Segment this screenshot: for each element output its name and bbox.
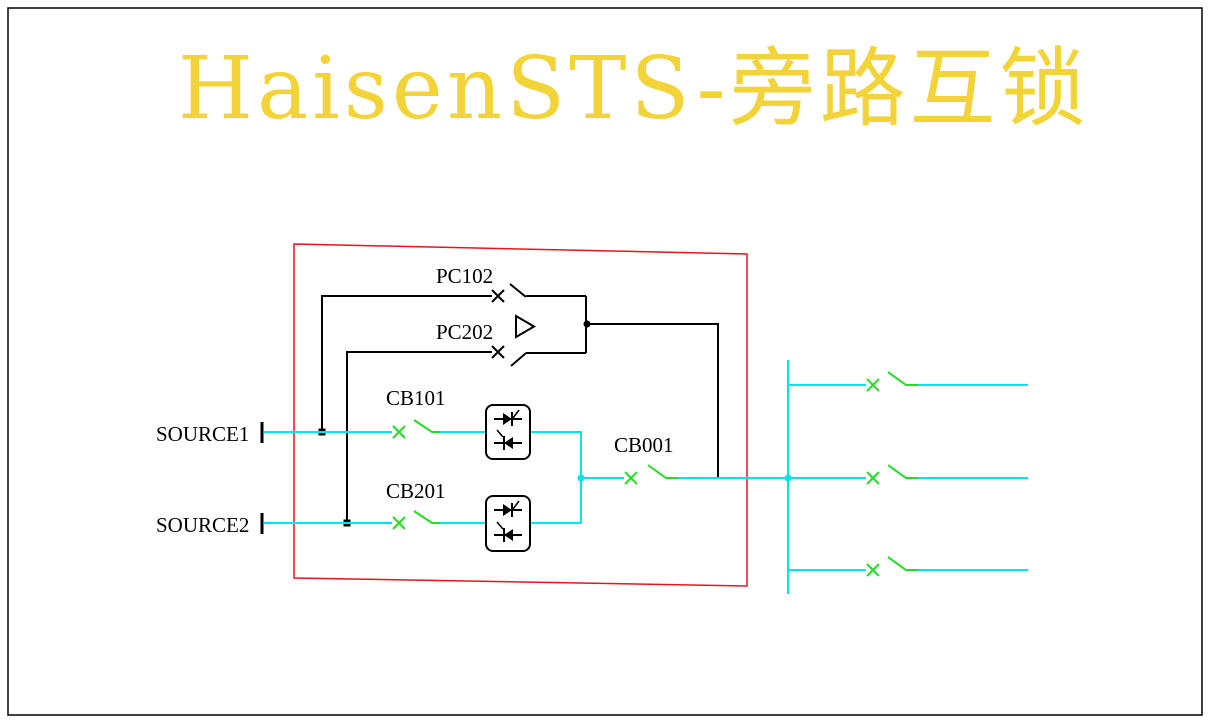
scr-module-1[interactable]	[485, 404, 531, 460]
scr-module-2[interactable]	[485, 495, 531, 552]
pc102-wire	[321, 295, 492, 432]
cb201-label: CB201	[386, 479, 446, 503]
feeder-3[interactable]	[788, 556, 1028, 577]
pc102-label: PC102	[436, 264, 493, 288]
feeder-2[interactable]	[788, 464, 1028, 485]
cb201-breaker[interactable]	[392, 510, 440, 530]
source2-label: SOURCE2	[156, 513, 249, 537]
mechanical-interlock-icon	[515, 314, 536, 339]
source1-label: SOURCE1	[156, 422, 249, 446]
diagram-title: HaisenSTS-旁路互锁	[178, 39, 1090, 139]
pc202-label: PC202	[436, 320, 493, 344]
pc202-wire	[346, 351, 492, 523]
cb101-label: CB101	[386, 386, 446, 410]
pc102-breaker[interactable]	[491, 283, 586, 303]
feeder-1[interactable]	[788, 371, 1028, 392]
cb001-label: CB001	[614, 433, 674, 457]
cb001-breaker[interactable]	[624, 464, 678, 485]
cb101-breaker[interactable]	[392, 419, 440, 439]
drawing-frame	[7, 7, 1203, 716]
sts-enclosure-border	[293, 243, 748, 587]
pc202-breaker[interactable]	[491, 345, 586, 367]
bypass-junction-dot	[583, 320, 591, 328]
output-junction-dot	[577, 474, 585, 482]
